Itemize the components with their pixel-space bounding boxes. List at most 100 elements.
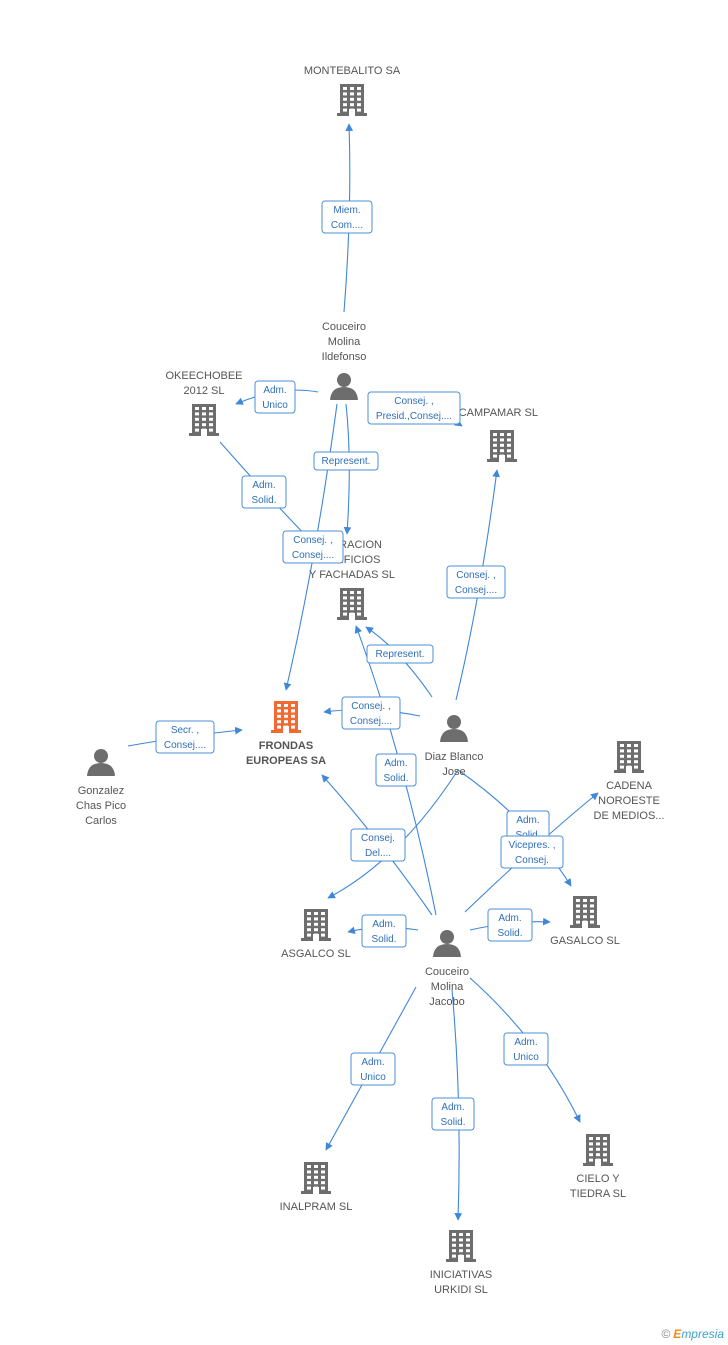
empresia-watermark: ©Empresia [661, 1327, 724, 1341]
relation-label-r2[interactable]: Adm.Unico [254, 380, 296, 414]
node-label-iniciativas: INICIATIVAS [430, 1269, 493, 1281]
relation-label-r17[interactable]: Adm. Solid. [487, 908, 533, 942]
relation-text: Adm. [372, 919, 395, 930]
building-icon [271, 701, 301, 733]
relation-text: Secr. , [171, 725, 199, 736]
building-icon [189, 404, 219, 436]
node-label-cielo: TIEDRA SL [570, 1188, 626, 1200]
node-asgalco[interactable]: ASGALCO SL [281, 909, 351, 960]
relation-label-r6[interactable]: Adm. Solid. [241, 475, 287, 509]
relation-text: Consej. , [351, 701, 390, 712]
relation-label-r14[interactable]: Adm.Solid. [375, 753, 417, 787]
node-label-diaz: Diaz Blanco [425, 751, 484, 763]
relation-label-r7[interactable]: Consej. , Consej.... [446, 565, 506, 599]
node-label-gasalco: GASALCO SL [550, 935, 620, 947]
relation-label-r10[interactable]: Secr. , Consej.... [155, 720, 215, 754]
node-label-jacobo: Molina [431, 981, 464, 993]
node-label-cadena: DE MEDIOS... [594, 810, 665, 822]
building-icon [301, 1162, 331, 1194]
relation-text: Represent. [322, 456, 371, 467]
copyright-symbol: © [661, 1327, 671, 1341]
node-label-gonzalez: Carlos [85, 815, 117, 827]
relation-label-r18[interactable]: Adm. Unico [350, 1052, 396, 1086]
relation-text: Adm. [252, 480, 275, 491]
node-label-frondas: EUROPEAS SA [246, 755, 326, 767]
relation-text: Consej.... [350, 716, 392, 727]
node-campamar[interactable]: CAMPAMAR SL [459, 407, 538, 462]
relation-text: Com.... [331, 220, 363, 231]
node-label-cadena: CADENA [606, 780, 653, 792]
node-label-ildefonso: Couceiro [322, 321, 366, 333]
node-label-jacobo: Couceiro [425, 966, 469, 978]
nodes-layer: MONTEBALITO SACouceiroMolinaIldefonsoOKE… [76, 65, 665, 1296]
relation-text: Adm. [263, 385, 286, 396]
node-label-jacobo: Jacobo [429, 996, 464, 1008]
node-cadena[interactable]: CADENA NOROESTE DE MEDIOS... [594, 741, 665, 822]
node-label-montebalito: MONTEBALITO SA [304, 65, 401, 77]
relation-text: Adm. [361, 1057, 384, 1068]
person-icon [330, 373, 358, 400]
relation-text: Consej.... [292, 550, 334, 561]
building-icon [337, 84, 367, 116]
node-label-iniciativas: URKIDI SL [434, 1284, 488, 1296]
relation-label-r15[interactable]: Consej.Del.... [350, 828, 406, 862]
node-label-cadena: NOROESTE [598, 795, 660, 807]
relation-text: Consej. , [456, 570, 495, 581]
relation-label-r8[interactable]: Represent. [366, 644, 434, 664]
node-label-asgalco: ASGALCO SL [281, 948, 351, 960]
building-icon [583, 1134, 613, 1166]
relation-text: Consej.... [164, 740, 206, 751]
relation-label-r3[interactable]: Consej. , Presid.,Consej.... [367, 391, 461, 425]
relation-text: Represent. [376, 649, 425, 660]
relation-text: Solid. [440, 1117, 465, 1128]
node-montebalito[interactable]: MONTEBALITO SA [304, 65, 401, 116]
node-label-gonzalez: Chas Pico [76, 800, 126, 812]
relation-text: Adm. [441, 1102, 464, 1113]
node-label-ildefonso: Ildefonso [322, 351, 367, 363]
relation-text: Solid. [251, 495, 276, 506]
relation-text: Consej.... [455, 585, 497, 596]
relation-text: Unico [360, 1072, 386, 1083]
relation-text: Consej. , [394, 396, 433, 407]
relation-text: Consej. [515, 855, 549, 866]
node-inalpram[interactable]: INALPRAM SL [280, 1162, 353, 1213]
relation-text: Adm. [516, 815, 539, 826]
person-icon [87, 749, 115, 776]
relation-text: Presid.,Consej.... [376, 411, 452, 422]
relation-label-r9[interactable]: Consej. , Consej.... [341, 696, 401, 730]
building-icon [487, 430, 517, 462]
relation-label-r4[interactable]: Represent. [313, 451, 379, 471]
relation-text: Unico [513, 1052, 539, 1063]
building-icon [446, 1230, 476, 1262]
relation-label-r19[interactable]: Adm. Solid. [431, 1097, 475, 1131]
relation-text: Adm. [498, 913, 521, 924]
person-icon [440, 715, 468, 742]
relation-text: Consej. [361, 833, 395, 844]
person-icon [433, 930, 461, 957]
node-label-campamar: CAMPAMAR SL [459, 407, 538, 419]
brand-initial: E [673, 1327, 682, 1341]
relation-label-r5[interactable]: Consej. ,Consej.... [282, 530, 344, 564]
node-label-gonzalez: Gonzalez [78, 785, 124, 797]
relation-text: Solid. [497, 928, 522, 939]
relation-label-r1[interactable]: Miem.Com.... [321, 200, 373, 234]
relation-label-r20[interactable]: Adm.Unico [503, 1032, 549, 1066]
node-gasalco[interactable]: GASALCO SL [550, 896, 620, 947]
relation-text: Solid. [383, 773, 408, 784]
node-iniciativas[interactable]: INICIATIVAS URKIDI SL [430, 1230, 493, 1296]
node-label-okeechobee: 2012 SL [184, 385, 225, 397]
relation-label-r13[interactable]: Vicepres. , Consej. [500, 835, 564, 869]
relation-text: Vicepres. , [508, 840, 555, 851]
relation-label-r16[interactable]: Adm.Solid. [361, 914, 407, 948]
node-label-inalpram: INALPRAM SL [280, 1201, 353, 1213]
node-label-ildefonso: Molina [328, 336, 361, 348]
building-icon [570, 896, 600, 928]
